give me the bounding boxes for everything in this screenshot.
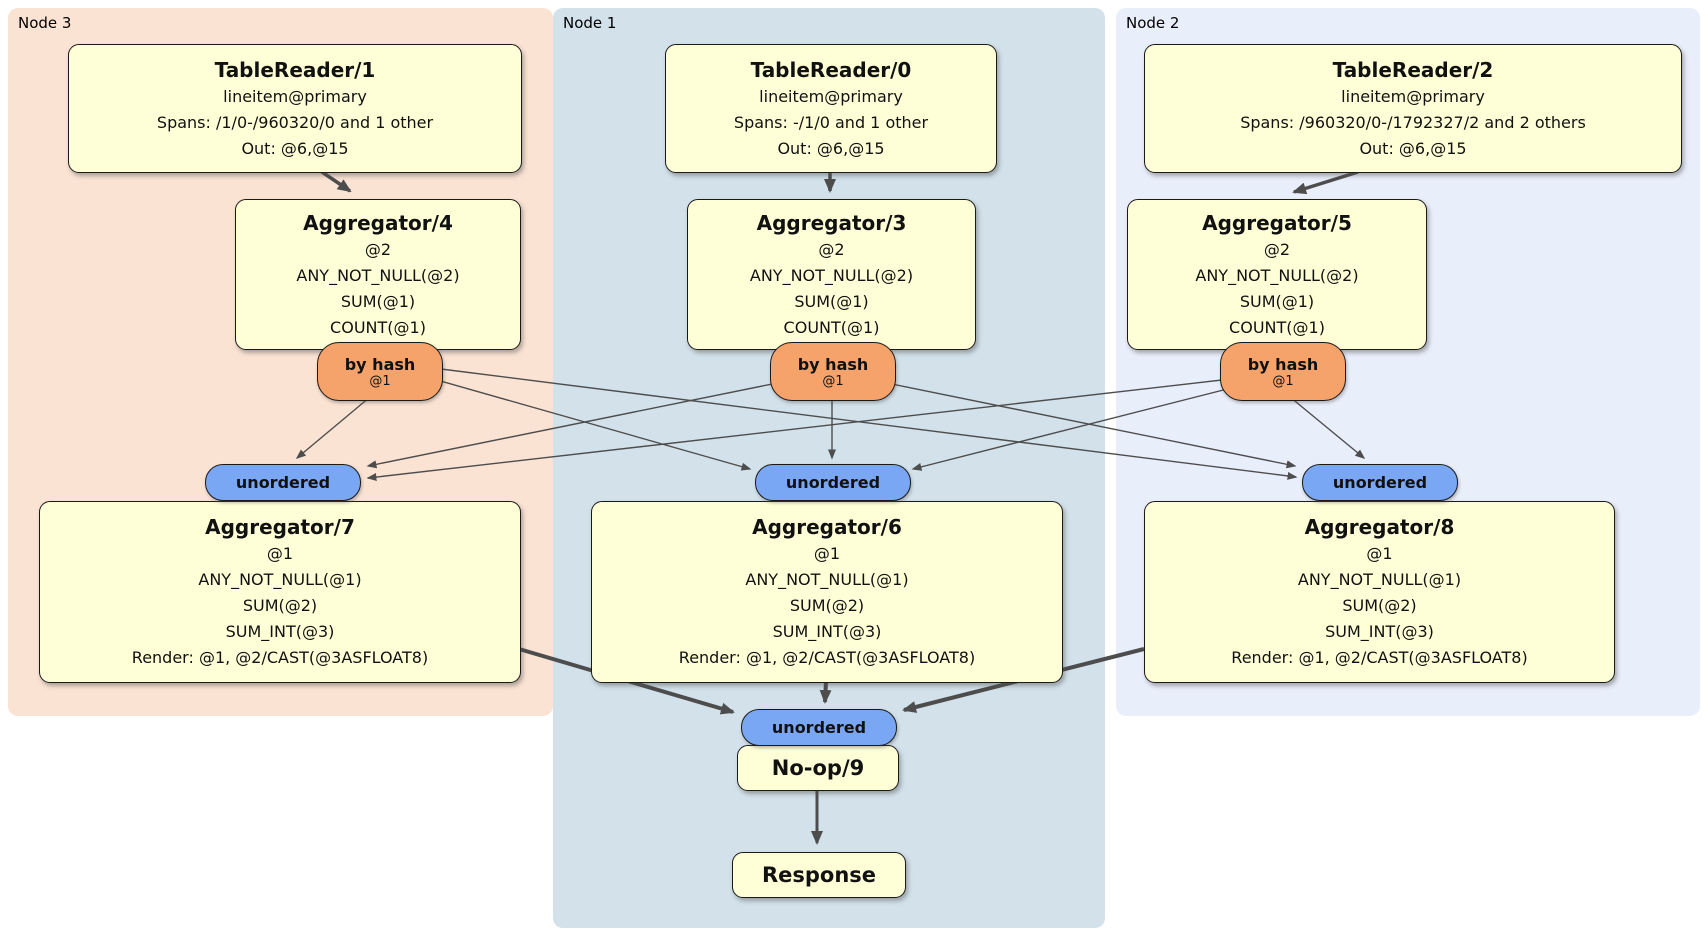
node-aggregator8-title: Aggregator/8: [1304, 515, 1455, 539]
sync-unordered-6: unordered: [755, 464, 911, 501]
node-aggregator6-line: SUM_INT(@3): [772, 622, 882, 641]
node-aggregator5-title: Aggregator/5: [1202, 210, 1352, 235]
node-aggregator3-line: ANY_NOT_NULL(@2): [749, 265, 914, 285]
router-byhash-4: by hash @1: [317, 342, 443, 401]
node-aggregator8: Aggregator/8 @1 ANY_NOT_NULL(@1) SUM(@2)…: [1144, 501, 1615, 683]
node-tablereader1: TableReader/1 lineitem@primary Spans: /1…: [68, 44, 522, 173]
node-aggregator4-line: @2: [364, 239, 392, 259]
edge-agg6-unordered9: [819, 680, 832, 704]
node-tablereader1-line: Out: @6,@15: [241, 138, 349, 158]
node-tablereader0-title: TableReader/0: [750, 57, 912, 82]
node-tablereader0-line: Out: @6,@15: [777, 138, 885, 158]
node-tablereader0-line: lineitem@primary: [759, 86, 903, 106]
node-aggregator7-line: Render: @1, @2/CAST(@3ASFLOAT8): [131, 648, 429, 667]
node-tablereader2-line: Out: @6,@15: [1359, 138, 1467, 158]
edge-byhash4-unordered6: [436, 379, 752, 471]
node-aggregator7-title: Aggregator/7: [205, 515, 355, 539]
node-tablereader0: TableReader/0 lineitem@primary Spans: -/…: [665, 44, 997, 173]
edge-byhash3-unordered7: [366, 379, 793, 469]
node-noop-title: No-op/9: [771, 756, 865, 780]
node-response-title: Response: [761, 863, 877, 887]
node-tablereader2-title: TableReader/2: [1332, 57, 1494, 82]
router-byhash-5: by hash @1: [1220, 342, 1346, 401]
sync-unordered-9-label: unordered: [771, 718, 867, 737]
panel-node1-label: Node 1: [563, 14, 617, 32]
node-aggregator6-line: SUM(@2): [789, 596, 865, 615]
sync-unordered-9: unordered: [741, 709, 897, 746]
router-byhash-3: by hash @1: [770, 342, 896, 401]
edge-byhash4-unordered8: [440, 368, 1298, 480]
sync-unordered-8-label: unordered: [1332, 473, 1428, 492]
node-aggregator6: Aggregator/6 @1 ANY_NOT_NULL(@1) SUM(@2)…: [591, 501, 1063, 683]
node-aggregator5: Aggregator/5 @2 ANY_NOT_NULL(@2) SUM(@1)…: [1127, 199, 1427, 350]
node-aggregator3: Aggregator/3 @2 ANY_NOT_NULL(@2) SUM(@1)…: [687, 199, 976, 350]
sync-unordered-7-label: unordered: [235, 473, 331, 492]
edge-byhash5-unordered7: [366, 379, 1223, 482]
node-aggregator4: Aggregator/4 @2 ANY_NOT_NULL(@2) SUM(@1)…: [235, 199, 521, 350]
node-aggregator5-line: @2: [1263, 239, 1291, 259]
node-tablereader1-line: Spans: /1/0-/960320/0 and 1 other: [156, 112, 434, 132]
node-aggregator5-line: SUM(@1): [1239, 291, 1315, 311]
node-aggregator3-line: SUM(@1): [794, 291, 869, 311]
node-aggregator6-title: Aggregator/6: [752, 515, 902, 539]
edge-tr1-agg4: [321, 170, 352, 193]
node-aggregator4-line: SUM(@1): [340, 291, 416, 311]
panel-node2-label: Node 2: [1126, 14, 1180, 32]
node-aggregator3-line: @2: [818, 239, 845, 259]
router-byhash-5-label: by hash: [1247, 354, 1319, 374]
panel-node3-label: Node 3: [18, 14, 72, 32]
node-tablereader2-line: lineitem@primary: [1341, 86, 1485, 106]
node-aggregator6-line: Render: @1, @2/CAST(@3ASFLOAT8): [678, 648, 976, 667]
router-byhash-4-sub: @1: [369, 373, 391, 389]
edge-tr2-agg5: [1292, 170, 1359, 195]
edge-byhash5-unordered6: [911, 384, 1244, 471]
node-aggregator4-line: COUNT(@1): [330, 317, 426, 337]
node-tablereader2: TableReader/2 lineitem@primary Spans: /9…: [1144, 44, 1682, 173]
node-aggregator7-line: SUM(@2): [242, 596, 318, 615]
node-aggregator7-line: SUM_INT(@3): [225, 622, 335, 641]
node-tablereader2-line: Spans: /960320/0-/1792327/2 and 2 others: [1240, 112, 1586, 132]
sync-unordered-8: unordered: [1302, 464, 1458, 501]
node-aggregator4-line: ANY_NOT_NULL(@2): [296, 265, 460, 285]
node-tablereader1-title: TableReader/1: [214, 57, 376, 82]
node-tablereader0-line: Spans: -/1/0 and 1 other: [733, 112, 929, 132]
node-noop: No-op/9: [737, 745, 899, 791]
node-aggregator8-line: ANY_NOT_NULL(@1): [1297, 570, 1462, 589]
router-byhash-3-label: by hash: [797, 354, 869, 374]
node-tablereader1-line: lineitem@primary: [223, 86, 367, 106]
node-aggregator6-line: @1: [813, 544, 841, 563]
edge-byhash5-unordered8: [1289, 396, 1366, 459]
sync-unordered-6-label: unordered: [785, 473, 881, 492]
node-aggregator8-line: SUM_INT(@3): [1325, 622, 1434, 641]
router-byhash-5-sub: @1: [1272, 373, 1294, 389]
edge-byhash4-unordered7: [295, 396, 371, 459]
node-aggregator4-title: Aggregator/4: [303, 210, 453, 235]
router-byhash-3-sub: @1: [822, 373, 844, 389]
node-aggregator3-line: COUNT(@1): [783, 317, 880, 337]
node-aggregator8-line: SUM(@2): [1342, 596, 1417, 615]
node-aggregator6-line: ANY_NOT_NULL(@1): [745, 570, 909, 589]
node-aggregator5-line: COUNT(@1): [1229, 317, 1325, 337]
node-aggregator7-line: ANY_NOT_NULL(@1): [198, 570, 362, 589]
node-aggregator5-line: ANY_NOT_NULL(@2): [1195, 265, 1359, 285]
node-response: Response: [732, 852, 906, 898]
node-aggregator3-title: Aggregator/3: [756, 210, 907, 235]
sync-unordered-7: unordered: [205, 464, 361, 501]
node-aggregator8-line: Render: @1, @2/CAST(@3ASFLOAT8): [1231, 648, 1528, 667]
node-aggregator7-line: @1: [266, 544, 294, 563]
node-aggregator8-line: @1: [1366, 544, 1393, 563]
edge-byhash3-unordered8: [871, 379, 1297, 469]
node-aggregator7: Aggregator/7 @1 ANY_NOT_NULL(@1) SUM(@2)…: [39, 501, 521, 683]
router-byhash-4-label: by hash: [344, 354, 416, 374]
